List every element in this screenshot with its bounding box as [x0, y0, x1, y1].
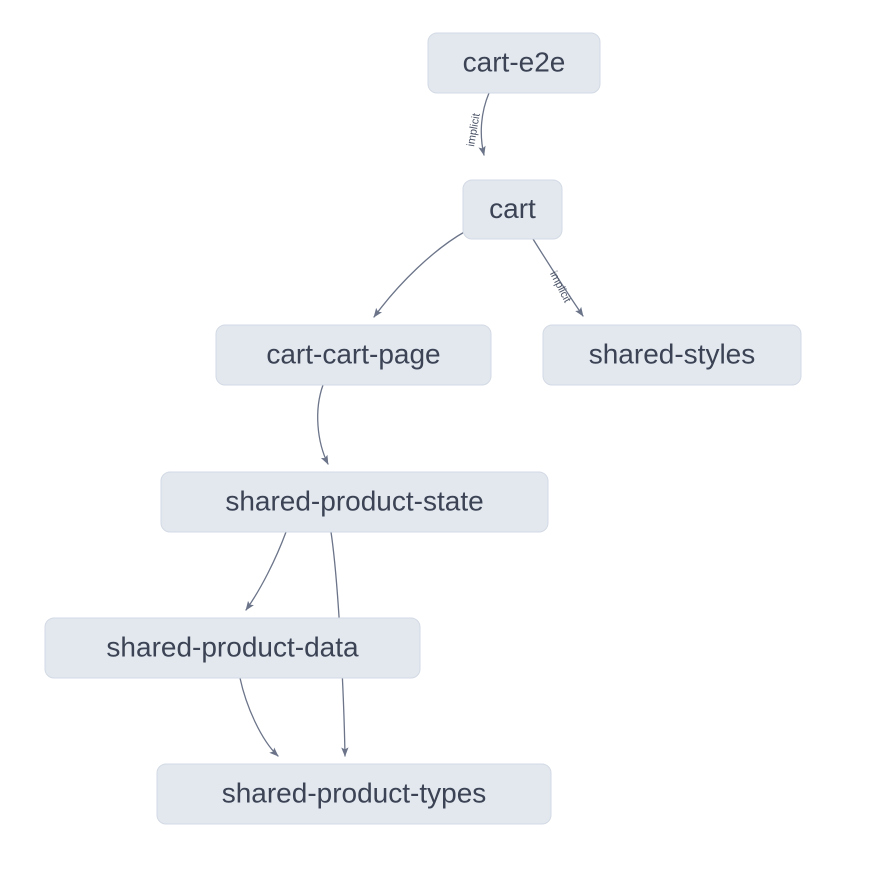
- edge-cart-cart-page-to-shared-product-state: [317, 384, 329, 465]
- node-shared-product-types[interactable]: shared-product-types: [156, 763, 552, 825]
- node-cart[interactable]: cart: [462, 179, 563, 240]
- node-shared-product-state[interactable]: shared-product-state: [160, 471, 549, 533]
- edge-shared-product-state-to-shared-product-data: [245, 531, 287, 611]
- node-box-cart[interactable]: [462, 179, 563, 240]
- node-label-cart: cart: [489, 193, 536, 224]
- node-box-cart-e2e[interactable]: [427, 32, 601, 94]
- node-box-shared-product-types[interactable]: [156, 763, 552, 825]
- node-label-shared-product-data: shared-product-data: [106, 631, 359, 662]
- nodes-layer: cart-e2e cart cart-cart-page shared-styles s…: [44, 32, 802, 825]
- node-label-shared-product-types: shared-product-types: [222, 777, 487, 808]
- node-cart-e2e[interactable]: cart-e2e: [427, 32, 601, 94]
- edge-label-cart-to-shared-styles: implicit: [547, 269, 573, 304]
- node-cart-cart-page[interactable]: cart-cart-page: [215, 324, 492, 386]
- node-box-shared-product-state[interactable]: [160, 471, 549, 533]
- edge-label-cart-e2e-to-cart: implicit: [465, 112, 483, 147]
- node-shared-styles[interactable]: shared-styles: [542, 324, 802, 386]
- node-box-cart-cart-page[interactable]: [215, 324, 492, 386]
- node-box-shared-styles[interactable]: [542, 324, 802, 386]
- edge-cart-to-cart-cart-page: [373, 230, 467, 318]
- edge-cart-to-shared-styles: [532, 238, 584, 317]
- node-label-cart-cart-page: cart-cart-page: [266, 338, 440, 369]
- edge-shared-product-data-to-shared-product-types: [239, 677, 279, 757]
- node-label-cart-e2e: cart-e2e: [463, 46, 566, 77]
- node-label-shared-product-state: shared-product-state: [225, 485, 483, 516]
- node-box-shared-product-data[interactable]: [44, 617, 421, 679]
- node-shared-product-data[interactable]: shared-product-data: [44, 617, 421, 679]
- edge-cart-e2e-to-cart: [478, 92, 490, 156]
- node-label-shared-styles: shared-styles: [589, 338, 756, 369]
